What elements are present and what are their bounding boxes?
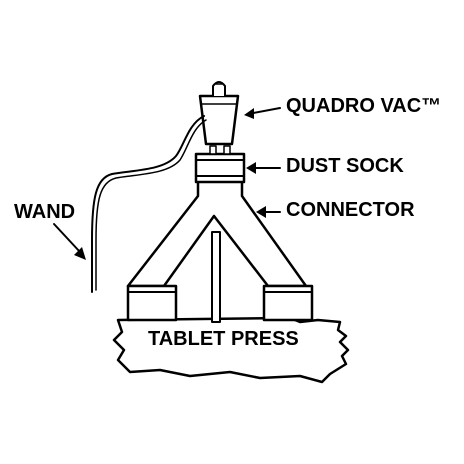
arrow-wand: [53, 223, 86, 260]
connector-right-foot: [262, 284, 314, 322]
tablet-press-slab: [112, 316, 350, 384]
dust-sock-ring: [194, 152, 246, 184]
connector-label: CONNECTOR: [286, 199, 415, 221]
connector-left-foot: [126, 284, 178, 322]
tablet-press-label: TABLET PRESS: [148, 328, 299, 350]
connector-body: [126, 178, 308, 288]
arrow-dust-sock: [246, 162, 281, 174]
wand-label: WAND: [14, 201, 76, 223]
wand-hose: [91, 115, 205, 293]
dust-sock-label: DUST SOCK: [286, 155, 404, 177]
arrow-quadro-vac: [244, 107, 281, 119]
wand-hose-inner: [95, 119, 207, 291]
connector-center-post: [211, 231, 221, 323]
quadro-vac-knob: [212, 81, 226, 97]
arrow-connector: [256, 206, 281, 218]
dust-sock-clip: [209, 145, 217, 155]
dust-sock-clip: [223, 145, 231, 155]
quadro-vac-label: QUADRO VAC™: [286, 95, 442, 117]
